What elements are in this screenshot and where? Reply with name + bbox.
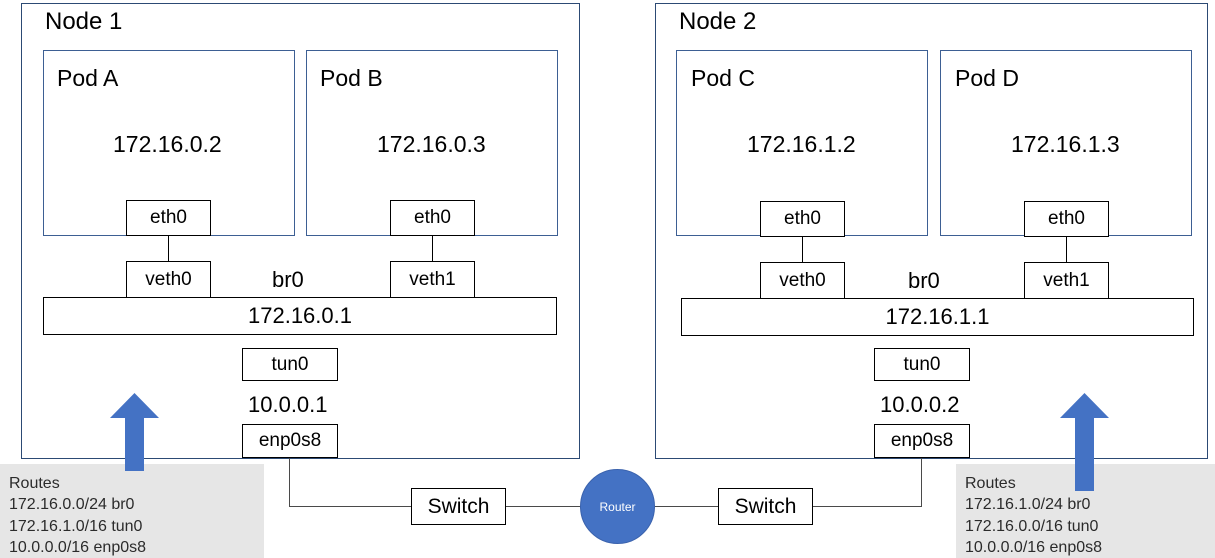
node-1-br0-label: br0 — [272, 267, 304, 292]
node-1-veth1: veth1 — [390, 261, 475, 298]
node-2-veth1: veth1 — [1024, 262, 1109, 299]
pod-d-ip: 172.16.1.3 — [1011, 131, 1120, 157]
link-pod-c-eth0-to-veth0 — [802, 237, 804, 262]
node-2-tun0: tun0 — [874, 348, 970, 381]
link-node-1-to-switch — [289, 506, 412, 508]
routes-title-right: Routes — [965, 475, 1016, 492]
node-1-veth0: veth0 — [126, 261, 211, 298]
route-entry: 10.0.0.0/16 enp0s8 — [9, 538, 147, 556]
pod-a-eth0: eth0 — [126, 200, 211, 236]
pod-b-ip: 172.16.0.3 — [377, 131, 486, 157]
pod-d-title: Pod D — [955, 65, 1019, 91]
pod-c-ip: 172.16.1.2 — [747, 131, 856, 157]
route-entry: 172.16.0.0/24 br0 — [9, 496, 135, 514]
link-pod-b-eth0-to-veth1 — [432, 236, 434, 262]
pod-a-ip: 172.16.0.2 — [113, 131, 222, 157]
traffic-arrow-right — [1060, 393, 1109, 491]
node-2-title: Node 2 — [679, 8, 757, 35]
link-pod-d-eth0-to-veth1 — [1066, 237, 1068, 262]
node-2-enp0s8: enp0s8 — [874, 424, 970, 458]
node-1-tun0: tun0 — [242, 348, 338, 381]
traffic-arrow-left — [110, 393, 159, 471]
pod-c-eth0: eth0 — [760, 201, 845, 237]
node-2-bridge-br0: 172.16.1.1 — [681, 298, 1194, 336]
pod-a-title: Pod A — [57, 65, 119, 91]
switch-right: Switch — [718, 488, 813, 525]
route-entry: 172.16.1.0/24 br0 — [965, 496, 1091, 514]
node-1-title: Node 1 — [45, 8, 123, 35]
pod-c-title: Pod C — [691, 65, 755, 91]
route-entry: 172.16.0.0/16 tun0 — [965, 517, 1099, 535]
node-2-veth0: veth0 — [760, 262, 845, 299]
pod-b-title: Pod B — [320, 65, 383, 91]
router-node: Router — [580, 469, 655, 544]
link-node-2-enp0s8-down — [921, 458, 923, 507]
link-switch-right-to-node-2 — [813, 506, 922, 508]
routes-title-left: Routes — [9, 475, 60, 492]
link-node-1-enp0s8-down — [289, 458, 291, 507]
node-1-tun0-ip: 10.0.0.1 — [248, 392, 328, 417]
link-router-to-switch-right — [655, 506, 718, 508]
pod-d-eth0: eth0 — [1024, 201, 1109, 237]
route-entry: 10.0.0.0/16 enp0s8 — [965, 538, 1103, 556]
node-2-br0-label: br0 — [908, 268, 940, 293]
switch-left: Switch — [411, 488, 506, 525]
node-2-container — [655, 3, 1208, 459]
pod-b-eth0: eth0 — [390, 200, 475, 236]
node-1-enp0s8: enp0s8 — [242, 424, 338, 458]
node-2-tun0-ip: 10.0.0.2 — [880, 392, 960, 417]
node-1-container — [21, 3, 580, 459]
route-entry: 172.16.1.0/16 tun0 — [9, 517, 143, 535]
routes-callout-node-1: Routes 172.16.0.0/24 br0 172.16.1.0/16 t… — [0, 464, 264, 558]
link-pod-a-eth0-to-veth0 — [168, 236, 170, 262]
node-1-bridge-br0: 172.16.0.1 — [43, 297, 557, 335]
link-switch-left-to-router — [506, 506, 580, 508]
